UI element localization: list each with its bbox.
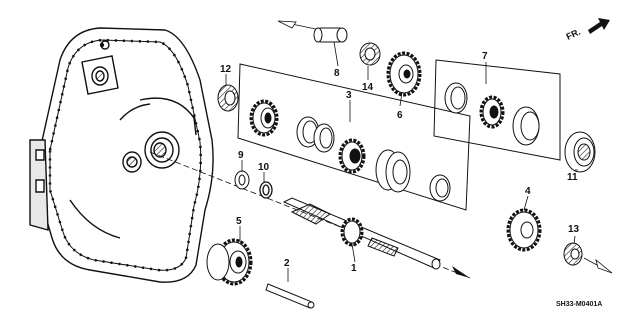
- front-direction-arrow-icon: [588, 18, 610, 34]
- set7-gear: [479, 95, 505, 129]
- set7-sleeve: [512, 106, 540, 146]
- pin-part-2: [265, 283, 315, 309]
- callout-7: 7: [482, 51, 488, 62]
- callout-5: 5: [236, 216, 242, 227]
- needle-bearing-part-14: [359, 42, 381, 66]
- callout-9: 9: [238, 150, 244, 161]
- transmission-housing: [29, 27, 214, 283]
- callout-8: 8: [334, 68, 340, 79]
- gear-part-4: [506, 208, 542, 252]
- drawing-code: SH33-M0401A: [556, 301, 602, 308]
- callout-12: 12: [220, 64, 232, 75]
- callout-1: 1: [351, 263, 357, 274]
- set3-synchro-ring-1: [296, 116, 335, 153]
- parts-set-7-box: [433, 59, 561, 161]
- set3-gear-2: [338, 138, 366, 174]
- gear-part-5: [206, 238, 253, 286]
- callout-14: 14: [362, 82, 374, 93]
- front-direction-indicator: FR.: [565, 18, 610, 42]
- set7-synchro-ring: [444, 82, 468, 114]
- snap-ring-part-10: [259, 181, 273, 199]
- lower-right-axis-arrow: [583, 257, 613, 274]
- needle-bearing-part-12: [217, 84, 239, 112]
- callout-2: 2: [284, 258, 290, 269]
- set3-gear-1: [249, 99, 279, 137]
- callout-6: 6: [397, 110, 403, 121]
- collar-part-8: [313, 27, 348, 43]
- main-shaft-part-1: [282, 197, 441, 270]
- parts-set-3-box: [237, 63, 471, 211]
- callout-11: 11: [567, 172, 578, 183]
- set3-synchro-ring-2: [429, 174, 451, 202]
- washer-part-9: [234, 170, 250, 190]
- needle-bearing-part-13: [563, 242, 583, 266]
- front-direction-label: FR.: [565, 27, 582, 42]
- set3-sleeve: [375, 149, 411, 193]
- callout-3: 3: [346, 90, 352, 101]
- leader-lines: [225, 41, 578, 282]
- callout-4: 4: [525, 186, 531, 197]
- gear-part-6: [386, 51, 422, 97]
- ball-bearing-part-11: [564, 131, 596, 173]
- callout-10: 10: [258, 162, 270, 173]
- callout-13: 13: [568, 224, 580, 235]
